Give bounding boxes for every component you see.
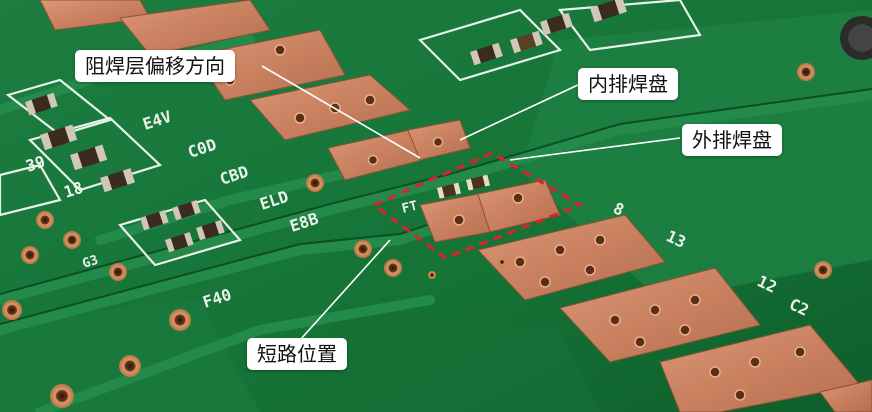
pad-holes <box>224 44 806 401</box>
label-outer-pad-row: 外排焊盘 <box>682 124 782 156</box>
leader-lines <box>261 65 681 341</box>
copper-pad <box>559 267 761 363</box>
vias <box>2 63 832 408</box>
label-solder-mask-offset: 阻焊层偏移方向 <box>75 50 235 82</box>
copper-pad <box>659 324 861 412</box>
label-short-location: 短路位置 <box>247 338 347 370</box>
copper-pad <box>119 0 271 56</box>
short-highlight <box>371 151 584 260</box>
smd-components <box>25 0 872 253</box>
silkscreen-outlines <box>0 0 702 267</box>
silk-g3: G3 <box>81 253 101 272</box>
copper-pad <box>477 214 666 301</box>
copper-pad <box>819 379 872 412</box>
outer-pad <box>477 179 561 233</box>
label-inner-pad-row: 内排焊盘 <box>578 68 678 100</box>
silk-ft: FT <box>400 198 419 216</box>
ground-plane <box>300 300 600 412</box>
